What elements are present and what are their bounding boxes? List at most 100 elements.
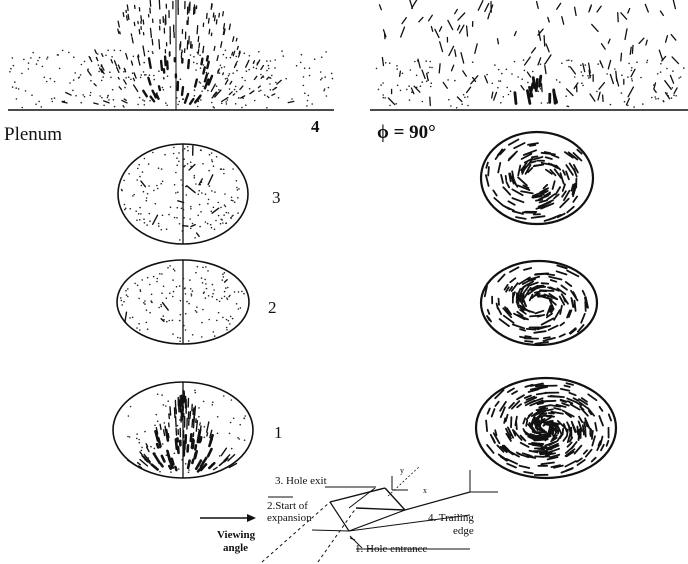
flow-dot: [139, 442, 141, 444]
flow-vector: [161, 464, 163, 467]
flow-dot: [148, 163, 150, 165]
swirl-vector: [506, 459, 517, 464]
flow-vector: [600, 61, 603, 68]
flow-vector: [163, 303, 169, 311]
flow-vector: [159, 86, 160, 90]
swirl-vector: [520, 466, 530, 468]
flow-dot: [212, 404, 214, 406]
flow-dot: [177, 337, 179, 339]
flow-dot: [463, 94, 465, 96]
swirl-vector: [501, 175, 503, 183]
flow-dot: [175, 192, 177, 194]
flow-dot: [140, 213, 142, 215]
flow-dot: [170, 471, 172, 473]
flow-dot: [223, 395, 225, 397]
flow-vector: [525, 57, 531, 65]
flow-vector: [161, 61, 162, 70]
flow-dot: [120, 297, 122, 299]
flow-dot: [59, 68, 61, 70]
flow-dot: [225, 223, 227, 225]
swirl-vector: [527, 329, 536, 330]
flow-dot: [198, 190, 200, 192]
flow-dot: [672, 87, 674, 89]
swirl-vector: [563, 437, 566, 441]
flow-dot: [198, 193, 200, 195]
flow-dot: [198, 407, 200, 409]
flow-vector: [628, 87, 633, 97]
flow-dot: [161, 292, 163, 294]
flow-vector: [147, 447, 149, 452]
flow-dot: [183, 217, 185, 219]
flow-vector: [117, 68, 119, 73]
flow-dot: [179, 223, 181, 225]
swirl-vector: [609, 414, 611, 420]
flow-vector: [62, 102, 67, 103]
swirl-vector: [512, 391, 517, 394]
flow-dot: [243, 293, 245, 295]
flow-dot: [238, 308, 240, 310]
flow-vector: [608, 39, 610, 43]
flow-dot: [675, 95, 677, 97]
swirl-vector: [486, 421, 487, 432]
flow-dot: [203, 64, 205, 66]
swirl-vector: [521, 443, 529, 447]
flow-dot: [206, 72, 208, 74]
flow-dot: [50, 78, 52, 80]
flow-vector: [515, 32, 517, 36]
flow-vector: [254, 76, 256, 79]
flow-vector: [118, 21, 119, 27]
flow-dot: [429, 61, 431, 63]
flow-dot: [382, 94, 384, 96]
flow-vector: [188, 461, 190, 468]
flow-dot: [120, 50, 122, 52]
flow-dot: [138, 323, 140, 325]
flow-dot: [182, 230, 184, 232]
flow-vector: [628, 9, 630, 14]
flow-dot: [121, 300, 123, 302]
flow-dot: [324, 76, 326, 78]
flow-vector: [224, 24, 225, 29]
flow-dot: [216, 156, 218, 158]
flow-dot: [197, 266, 199, 268]
swirl-vector: [495, 402, 498, 406]
swirl-vector: [568, 443, 572, 447]
flow-dot: [270, 60, 272, 62]
flow-vector: [452, 65, 454, 71]
flow-dot: [389, 105, 391, 107]
flow-dot: [211, 152, 213, 154]
flow-dot: [149, 220, 151, 222]
flow-dot: [185, 329, 187, 331]
swirl-vector: [518, 177, 527, 185]
flow-vector: [211, 4, 212, 10]
flow-dot: [227, 299, 229, 301]
swirl-vector: [554, 310, 560, 320]
swirl-vector: [526, 421, 527, 426]
flow-vector: [455, 50, 456, 57]
flow-vector: [233, 94, 234, 95]
flow-dot: [18, 88, 20, 90]
flow-dot: [180, 179, 182, 181]
flow-dot: [154, 448, 156, 450]
flow-dot: [671, 97, 673, 99]
flow-dot: [129, 436, 131, 438]
flow-vector: [467, 26, 468, 36]
flow-dot: [631, 67, 633, 69]
flow-dot: [31, 94, 33, 96]
station-2-label: 2: [268, 298, 277, 318]
flow-dot: [631, 78, 633, 80]
flow-dot: [28, 68, 30, 70]
swirl-vector: [549, 277, 561, 280]
flow-dot: [178, 468, 180, 470]
flow-dot: [221, 168, 223, 170]
flow-vector: [654, 89, 657, 92]
flow-dot: [36, 63, 38, 65]
flow-dot: [157, 188, 159, 190]
flow-vector: [448, 20, 453, 29]
flow-dot: [421, 81, 423, 83]
flow-dot: [232, 72, 234, 74]
flow-vector: [427, 73, 428, 80]
flow-dot: [73, 79, 75, 81]
flow-dot: [101, 80, 103, 82]
flow-dot: [176, 157, 178, 159]
